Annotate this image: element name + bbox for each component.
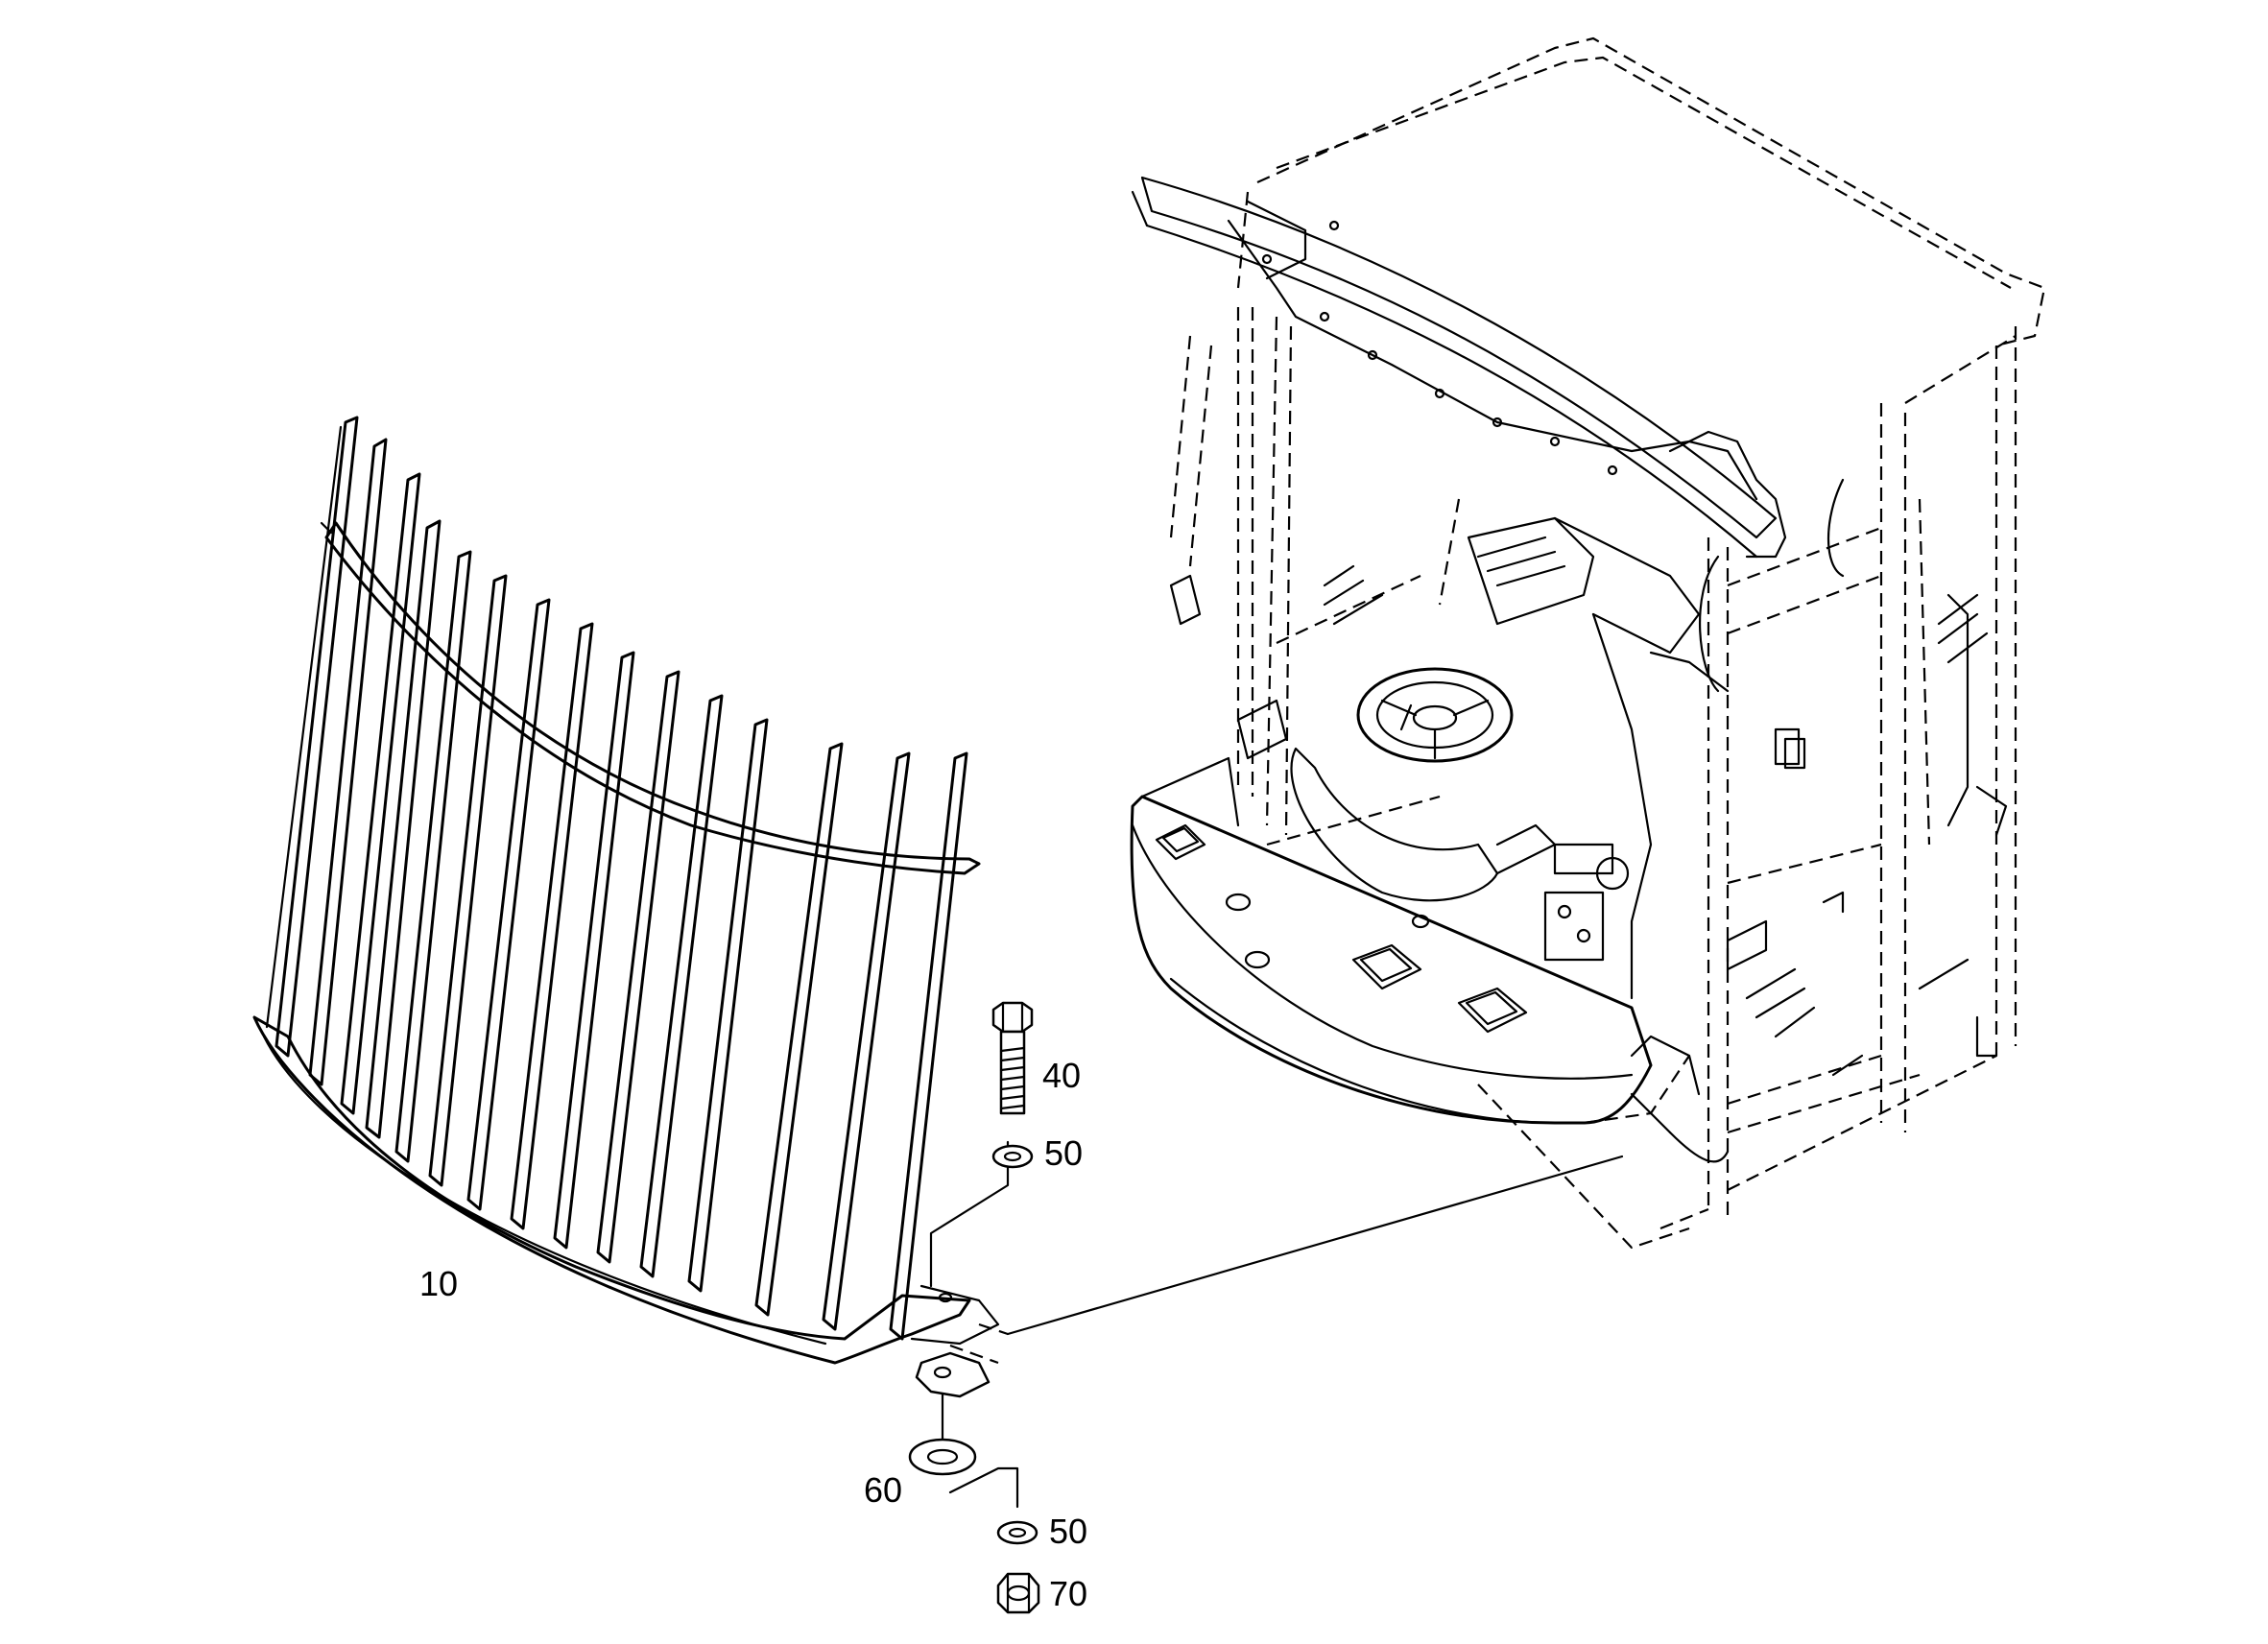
callout-50-upper: 50 xyxy=(1044,1133,1083,1173)
hex-bolt xyxy=(991,1001,1034,1115)
washer-upper xyxy=(991,1144,1034,1169)
callout-40: 40 xyxy=(1042,1056,1081,1095)
front-window-guard xyxy=(252,416,1000,1365)
hex-nut xyxy=(996,1572,1040,1614)
operator-cab xyxy=(1130,36,2046,1250)
callout-60: 60 xyxy=(864,1470,902,1510)
bracket-tab xyxy=(915,1351,991,1398)
assembly-leader-lines xyxy=(929,1140,1624,1509)
callout-70: 70 xyxy=(1049,1574,1087,1613)
washer-lower xyxy=(996,1520,1039,1545)
callout-50-lower: 50 xyxy=(1049,1512,1087,1551)
callout-10: 10 xyxy=(419,1264,458,1303)
large-washer xyxy=(908,1438,977,1476)
